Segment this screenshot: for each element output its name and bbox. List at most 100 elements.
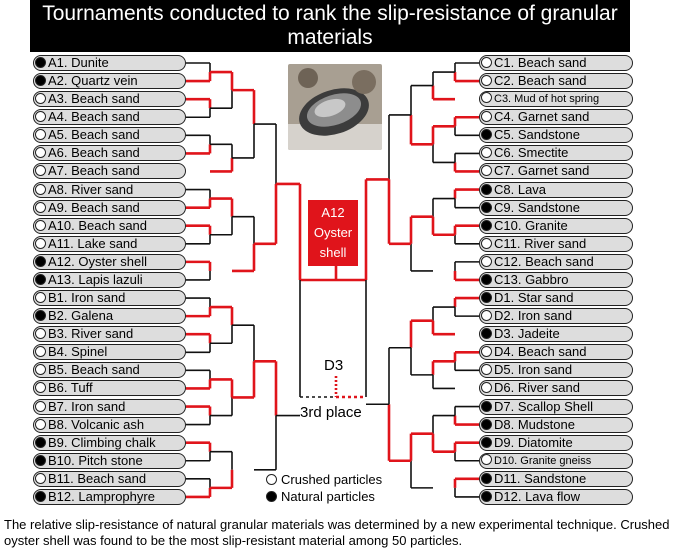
filled-circle-icon [481, 401, 492, 412]
entry-label: C8. Lava [494, 182, 546, 197]
hollow-circle-icon [35, 111, 46, 122]
winner-line-1: A12 [308, 203, 358, 223]
entry-label: B6. Tuff [48, 380, 93, 395]
entry-a10: A10. Beach sand [33, 218, 186, 234]
entry-d4: D4. Beach sand [479, 344, 633, 360]
entry-b2: B2. Galena [33, 308, 186, 324]
entry-b5: B5. Beach sand [33, 362, 186, 378]
entry-label: B8. Volcanic ash [48, 417, 144, 432]
entry-label: D8. Mudstone [494, 417, 575, 432]
entry-d11: D11. Sandstone [479, 471, 633, 487]
entry-b10: B10. Pitch stone [33, 453, 186, 469]
entry-c12: C12. Beach sand [479, 254, 633, 270]
entry-c5: C5. Sandstone [479, 127, 633, 143]
entry-a12: A12. Oyster shell [33, 254, 186, 270]
third-place-label: 3rd place [300, 404, 362, 421]
hollow-circle-icon [481, 256, 492, 267]
entry-label: D12. Lava flow [494, 489, 580, 504]
hollow-circle-icon [35, 346, 46, 357]
hollow-circle-icon [266, 474, 277, 485]
entry-a11: A11. Lake sand [33, 236, 186, 252]
entry-label: D3. Jadeite [494, 326, 560, 341]
entry-a13: A13. Lapis lazuli [33, 272, 186, 288]
filled-circle-icon [481, 473, 492, 484]
filled-circle-icon [481, 184, 492, 195]
entry-label: D4. Beach sand [494, 344, 587, 359]
entry-label: A13. Lapis lazuli [48, 272, 143, 287]
entry-b11: B11. Beach sand [33, 471, 186, 487]
filled-circle-icon [35, 75, 46, 86]
entry-label: C6. Smectite [494, 145, 568, 160]
entry-label: B1. Iron sand [48, 290, 125, 305]
hollow-circle-icon [35, 238, 46, 249]
hollow-circle-icon [481, 75, 492, 86]
hollow-circle-icon [481, 454, 492, 465]
entry-c11: C11. River sand [479, 236, 633, 252]
legend-natural-label: Natural particles [281, 489, 375, 504]
entry-label: B5. Beach sand [48, 362, 140, 377]
winner-line-2: Oyster [308, 223, 358, 243]
entry-label: A12. Oyster shell [48, 254, 147, 269]
filled-circle-icon [481, 328, 492, 339]
entry-label: A10. Beach sand [48, 218, 147, 233]
entry-a6: A6. Beach sand [33, 145, 186, 161]
entry-label: D2. Iron sand [494, 308, 572, 323]
entry-label: A8. River sand [48, 182, 133, 197]
entry-label: C11. River sand [494, 236, 586, 251]
entry-label: A11. Lake sand [48, 236, 137, 251]
hollow-circle-icon [35, 93, 46, 104]
filled-circle-icon [481, 437, 492, 448]
entry-d7: D7. Scallop Shell [479, 399, 633, 415]
entry-label: D1. Star sand [494, 290, 574, 305]
entry-label: B11. Beach sand [48, 471, 146, 486]
entry-a4: A4. Beach sand [33, 109, 186, 125]
winner-box: A12 Oyster shell [308, 200, 358, 266]
hollow-circle-icon [481, 346, 492, 357]
entry-a5: A5. Beach sand [33, 127, 186, 143]
hollow-circle-icon [481, 165, 492, 176]
entry-c9: C9. Sandstone [479, 200, 633, 216]
caption: The relative slip-resistance of natural … [4, 517, 684, 549]
entry-label: D9. Diatomite [494, 435, 573, 450]
filled-circle-icon [481, 202, 492, 213]
hollow-circle-icon [481, 382, 492, 393]
entry-label: B4. Spinel [48, 344, 107, 359]
filled-circle-icon [35, 256, 46, 267]
entry-label: B9. Climbing chalk [48, 435, 156, 450]
entry-c6: C6. Smectite [479, 145, 633, 161]
hollow-circle-icon [35, 147, 46, 158]
filled-circle-icon [35, 455, 46, 466]
entry-label: C2. Beach sand [494, 73, 587, 88]
entry-a3: A3. Beach sand [33, 91, 186, 107]
filled-circle-icon [35, 491, 46, 502]
entry-a2: A2. Quartz vein [33, 73, 186, 89]
filled-circle-icon [481, 292, 492, 303]
entry-c13: C13. Gabbro [479, 272, 633, 288]
entry-label: D7. Scallop Shell [494, 399, 593, 414]
entry-label: D6. River sand [494, 380, 580, 395]
entry-label: D10. Granite gneiss [494, 455, 591, 467]
filled-circle-icon [481, 491, 492, 502]
entry-d2: D2. Iron sand [479, 308, 633, 324]
entry-label: A4. Beach sand [48, 109, 140, 124]
entry-label: D11. Sandstone [494, 471, 586, 486]
hollow-circle-icon [481, 111, 492, 122]
entry-b1: B1. Iron sand [33, 290, 186, 306]
entry-label: B12. Lamprophyre [48, 489, 155, 504]
entry-d1: D1. Star sand [479, 290, 633, 306]
entry-c1: C1. Beach sand [479, 55, 633, 71]
entry-label: D5. Iron sand [494, 362, 572, 377]
entry-c4: C4. Garnet sand [479, 109, 633, 125]
hollow-circle-icon [481, 238, 492, 249]
filled-circle-icon [35, 57, 46, 68]
entry-label: B3. River sand [48, 326, 133, 341]
entry-b6: B6. Tuff [33, 380, 186, 396]
entry-label: A1. Dunite [48, 55, 109, 70]
hollow-circle-icon [35, 473, 46, 484]
entry-a1: A1. Dunite [33, 55, 186, 71]
hollow-circle-icon [35, 184, 46, 195]
hollow-circle-icon [35, 328, 46, 339]
entry-b12: B12. Lamprophyre [33, 489, 186, 505]
entry-label: B10. Pitch stone [48, 453, 143, 468]
entry-label: C4. Garnet sand [494, 109, 589, 124]
